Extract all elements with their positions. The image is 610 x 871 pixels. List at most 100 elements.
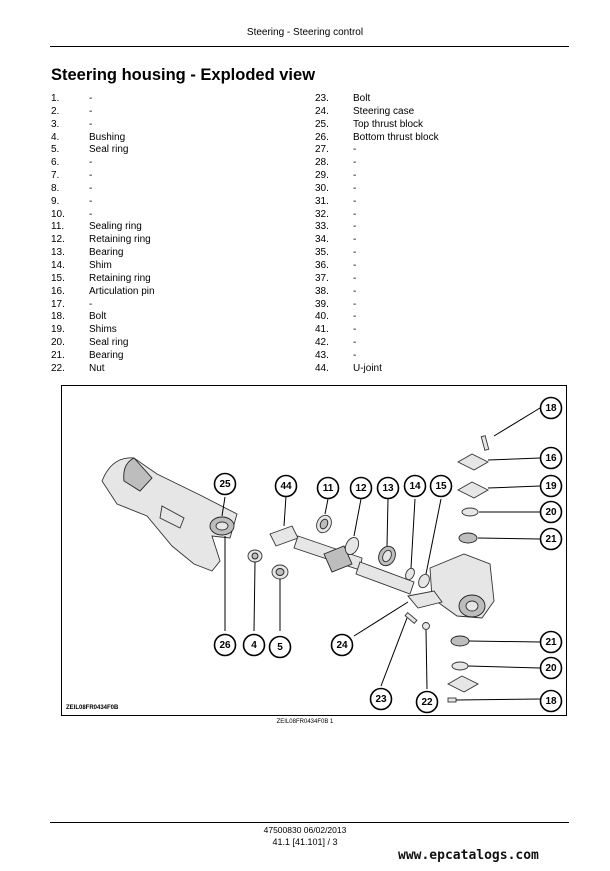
part-name: Bottom thrust block (353, 131, 439, 143)
part-name: Retaining ring (89, 272, 151, 284)
callout-circle (316, 476, 340, 500)
parts-list-item: 40.- (315, 311, 439, 324)
part-name: Seal ring (89, 144, 129, 156)
articulation-pin-drawing (457, 453, 489, 471)
parts-list-item: 42.- (315, 337, 439, 350)
part-name: - (89, 182, 93, 194)
steering-case-drawing (407, 553, 495, 619)
part-number: 43. (315, 349, 329, 361)
part-number: 9. (51, 195, 60, 207)
callout-22: 22 (415, 690, 439, 714)
part-number: 3. (51, 118, 60, 130)
parts-list-item: 8.- (51, 183, 155, 196)
retaining-ring-drawing (344, 537, 360, 555)
part-number: 21. (51, 349, 65, 361)
callout-18: 18 (539, 689, 563, 713)
callout-circle (213, 633, 237, 657)
part-number: 24. (315, 105, 329, 117)
callout-label: 12 (355, 483, 367, 494)
callout-26: 26 (213, 633, 237, 657)
part-number: 13. (51, 247, 65, 259)
bottom-bolt-drawing (447, 697, 457, 703)
part-number: 29. (315, 170, 329, 182)
part-number: 36. (315, 259, 329, 271)
parts-list-item: 26.Bottom thrust block (315, 132, 439, 145)
part-name: - (353, 195, 357, 207)
callout-14: 14 (403, 474, 427, 498)
parts-list-item: 3.- (51, 119, 155, 132)
part-name: - (353, 272, 357, 284)
part-number: 27. (315, 144, 329, 156)
parts-list-item: 39.- (315, 299, 439, 312)
part-name: Retaining ring (89, 234, 151, 246)
parts-list-item: 33.- (315, 221, 439, 234)
parts-list-item: 18.Bolt (51, 311, 155, 324)
callout-circle (242, 633, 266, 657)
bottom-bearing-drawing (450, 635, 470, 647)
callout-label: 5 (277, 642, 283, 653)
part-number: 14. (51, 259, 65, 271)
callout-circle (539, 689, 563, 713)
u-joint-drawing (269, 525, 415, 595)
bottom-seal-ring-drawing (451, 661, 469, 671)
callout-circle (403, 474, 427, 498)
bushing-drawing (247, 549, 263, 563)
part-name: Bushing (89, 131, 126, 143)
callout-19: 19 (539, 474, 563, 498)
callout-label: 18 (545, 403, 557, 414)
callout-circle (268, 635, 292, 659)
part-number: 32. (315, 208, 329, 220)
callout-label: 25 (219, 479, 231, 490)
parts-list-item: 21.Bearing (51, 350, 155, 363)
callout-label: 24 (336, 640, 348, 651)
callout-18: 18 (539, 396, 563, 420)
axle-housing-drawing (101, 457, 238, 572)
parts-list-item: 44.U-joint (315, 363, 439, 376)
parts-list-item: 9.- (51, 196, 155, 209)
part-name: Shims (89, 324, 117, 336)
nut-drawing (422, 622, 430, 630)
part-name: - (89, 170, 93, 182)
parts-list-item: 19.Shims (51, 324, 155, 337)
figure-code: ZEIL08FR0434F0B (66, 705, 119, 711)
callout-label: 20 (545, 507, 557, 518)
part-name: Top thrust block (353, 118, 424, 130)
part-number: 12. (51, 234, 65, 246)
top-bearing-drawing (458, 532, 478, 544)
part-name: - (353, 208, 357, 220)
leader-lines (221, 407, 541, 701)
part-name: - (353, 349, 357, 361)
part-number: 35. (315, 247, 329, 259)
callout-circle (274, 474, 298, 498)
parts-list-item: 36.- (315, 260, 439, 273)
callout-label: 16 (545, 453, 557, 464)
callout-label: 21 (545, 534, 557, 545)
callout-12: 12 (349, 476, 373, 500)
callout-label: 44 (280, 481, 292, 492)
page-title: Steering housing - Exploded view (51, 66, 316, 84)
parts-list-item: 23.Bolt (315, 93, 439, 106)
part-number: 31. (315, 195, 329, 207)
page-header: Steering - Steering control (246, 27, 364, 38)
parts-list-item: 16.Articulation pin (51, 286, 155, 299)
part-number: 4. (51, 131, 60, 143)
parts-list-item: 34.- (315, 234, 439, 247)
part-number: 20. (51, 337, 65, 349)
callout-circle (213, 472, 237, 496)
part-name: - (353, 311, 357, 323)
parts-list-item: 12. Retaining ring (51, 234, 155, 247)
part-name: - (353, 144, 357, 156)
parts-list-item: 5.Seal ring (51, 144, 155, 157)
part-number: 15. (51, 272, 65, 284)
callout-circle (369, 687, 393, 711)
sealing-ring-drawing (316, 514, 332, 534)
callout-20: 20 (539, 656, 563, 680)
part-number: 1. (51, 93, 60, 104)
parts-list-item: 38.- (315, 286, 439, 299)
callout-circle (539, 630, 563, 654)
callout-label: 13 (382, 483, 394, 494)
part-number: 33. (315, 221, 329, 233)
callout-circle (349, 476, 373, 500)
